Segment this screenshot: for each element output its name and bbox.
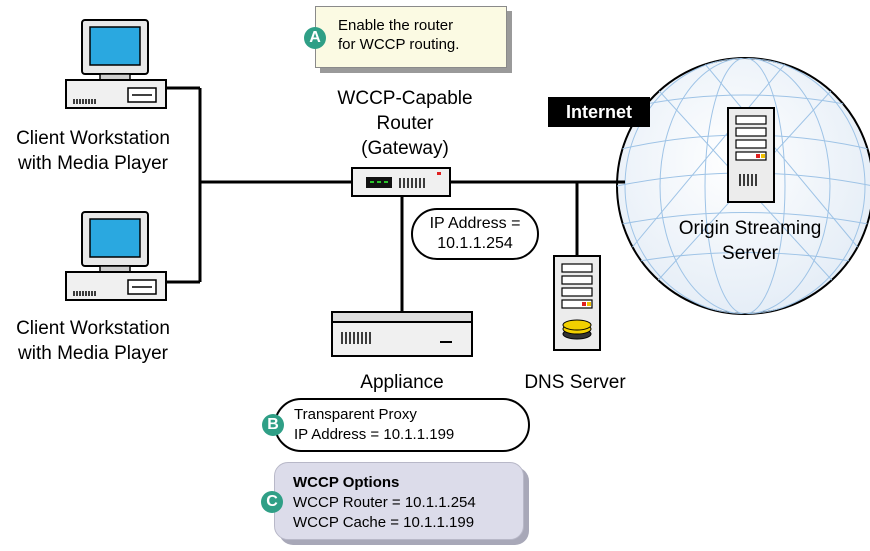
wccp-cache-value: WCCP Cache = 10.1.1.199: [293, 514, 475, 531]
router-ip-callout: IP Address = 10.1.1.254: [411, 208, 539, 260]
origin-server-label-line2: Server: [722, 243, 778, 264]
internet-label: Internet: [548, 97, 650, 127]
step-badge-a: A: [304, 27, 326, 49]
router-ip-line2: 10.1.1.254: [437, 235, 513, 252]
client-workstation-top-icon: [65, 19, 167, 109]
origin-server-label: Origin Streaming Server: [660, 216, 840, 266]
note-b-line1: Transparent Proxy: [294, 406, 417, 423]
dns-server-label: DNS Server: [524, 372, 626, 393]
origin-streaming-server-icon: [727, 107, 775, 203]
router-label-line1: WCCP-Capable: [337, 88, 473, 109]
note-a-line2: for WCCP routing.: [338, 36, 460, 53]
note-a-line1: Enable the router: [338, 17, 454, 34]
step-badge-b: B: [262, 414, 284, 436]
router-label: WCCP-Capable Router (Gateway): [315, 86, 495, 161]
appliance-label: Appliance: [360, 372, 444, 393]
router-label-line2: Router: [376, 113, 434, 134]
transparent-proxy-callout: B Transparent Proxy IP Address = 10.1.1.…: [262, 398, 530, 452]
router-icon: [351, 167, 451, 197]
router-ip-line1: IP Address =: [429, 215, 521, 232]
client-bottom-label-line2: with Media Player: [18, 343, 168, 364]
dns-server-icon: [553, 255, 601, 351]
appliance-icon: [331, 311, 473, 357]
wccp-router-value: WCCP Router = 10.1.1.254: [293, 494, 476, 511]
step-badge-c: C: [261, 491, 283, 513]
client-bottom-label-line1: Client Workstation: [16, 318, 170, 339]
note-enable-router: A Enable the router for WCCP routing.: [304, 6, 507, 68]
wccp-options-box: C WCCP Options WCCP Router = 10.1.1.254 …: [261, 462, 524, 540]
origin-server-label-line1: Origin Streaming: [678, 218, 822, 239]
client-top-label: Client Workstation with Media Player: [0, 126, 186, 176]
client-top-label-line1: Client Workstation: [16, 128, 170, 149]
client-top-label-line2: with Media Player: [18, 153, 168, 174]
client-workstation-bottom-icon: [65, 211, 167, 301]
wccp-options-title: WCCP Options: [293, 474, 400, 491]
note-b-line2: IP Address = 10.1.1.199: [294, 426, 455, 443]
router-label-line3: (Gateway): [361, 138, 449, 159]
client-bottom-label: Client Workstation with Media Player: [0, 316, 186, 366]
